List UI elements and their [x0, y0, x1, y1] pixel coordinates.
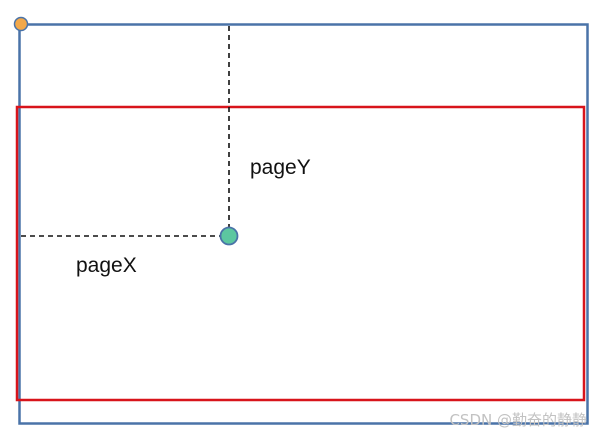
origin-point	[13, 16, 29, 32]
viewport-rect	[15, 105, 586, 402]
document-rect	[18, 23, 589, 425]
page-y-label: pageY	[250, 156, 311, 179]
target-point	[219, 226, 239, 246]
page-x-label: pageX	[76, 254, 137, 277]
watermark-text: CSDN @勤奋的静静	[449, 411, 587, 429]
